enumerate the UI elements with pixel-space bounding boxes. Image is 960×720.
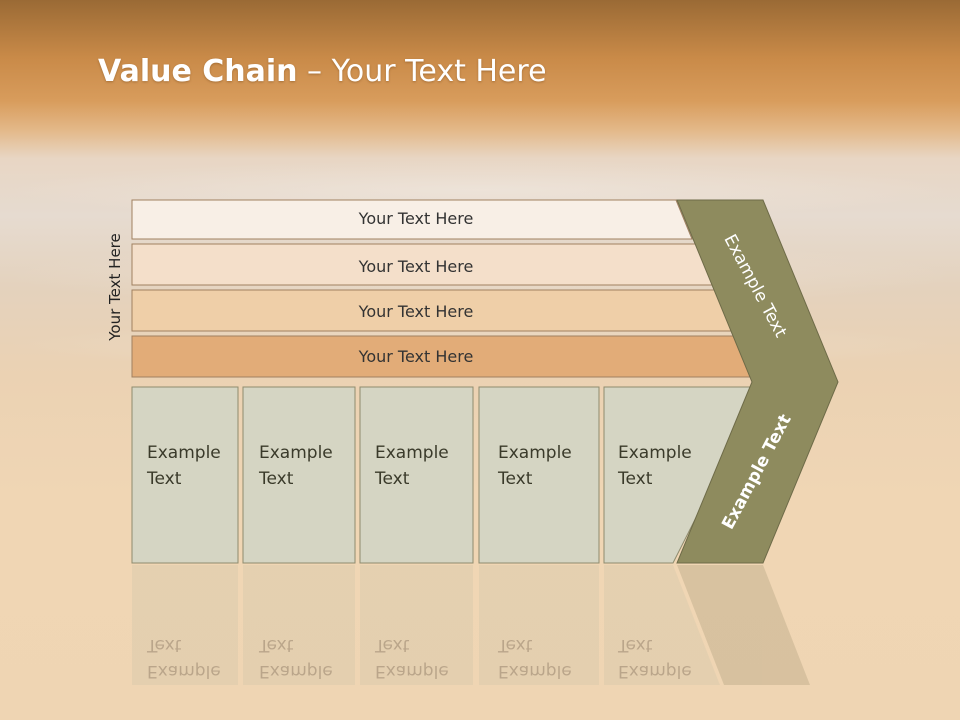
column-text-line: Example [618, 443, 692, 463]
reflection-line: Example [259, 661, 333, 681]
reflection-line: Text [618, 635, 653, 655]
column-box-5 [603, 386, 763, 564]
reflection-line: Text [498, 635, 533, 655]
column-text-reflection: Example Text [618, 632, 692, 684]
reflection-line: Text [259, 635, 294, 655]
reflection-line: Example [147, 661, 221, 681]
column-text-line: Example [498, 443, 572, 463]
reflection-line: Example [618, 661, 692, 681]
reflection-line: Example [375, 661, 449, 681]
reflection-line: Example [498, 661, 572, 681]
reflection-line: Text [375, 635, 410, 655]
row-label-3: Your Text Here [358, 302, 474, 321]
column-text-line: Text [618, 469, 653, 489]
column-text-reflection: Example Text [498, 632, 572, 684]
column-text-reflection: Example Text [375, 632, 449, 684]
column-text-line: Text [147, 469, 182, 489]
reflection [132, 565, 810, 685]
column-box-2 [242, 386, 356, 564]
row-label-1: Your Text Here [358, 209, 474, 228]
column-text-reflection: Example Text [259, 632, 333, 684]
slide-title: Value Chain – Your Text Here [98, 54, 547, 89]
title-rest: – Your Text Here [297, 54, 547, 89]
column-text-line: Example [147, 443, 221, 463]
column-text-line: Text [375, 469, 410, 489]
column-text-reflection: Example Text [147, 632, 221, 684]
column-text-line: Text [498, 469, 533, 489]
column-box-1 [131, 386, 239, 564]
title-bold: Value Chain [98, 54, 298, 89]
reflection-line: Text [147, 635, 182, 655]
row-label-2: Your Text Here [358, 257, 474, 276]
column-text-line: Example [375, 443, 449, 463]
row-label-4: Your Text Here [358, 347, 474, 366]
chevron-arrow [676, 199, 839, 564]
column-box-4 [478, 386, 600, 564]
column-box-3 [359, 386, 474, 564]
row-bar-1 [131, 199, 693, 240]
column-text-line: Text [259, 469, 294, 489]
column-text-line: Example [259, 443, 333, 463]
